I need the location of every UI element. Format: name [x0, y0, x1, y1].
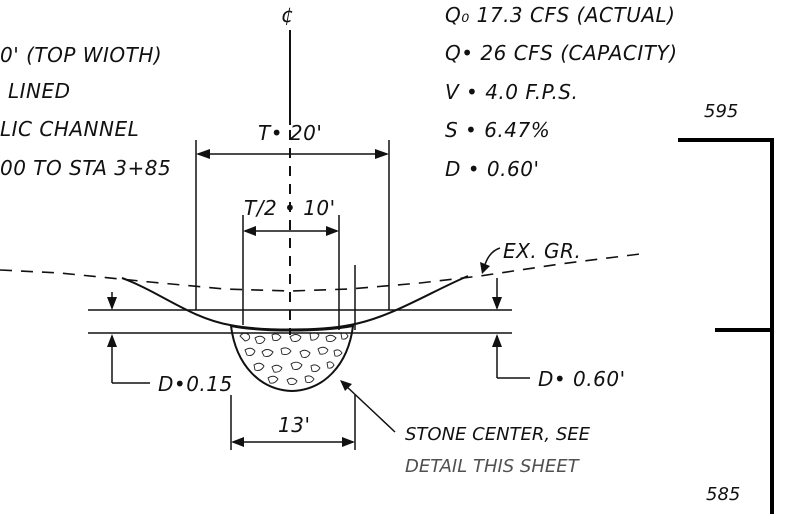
left-note-line-2: LINED: [8, 79, 71, 103]
stone-depth-label: D•0.15: [158, 372, 233, 396]
right-note-capacity: Q• 26 CFS (CAPACITY): [445, 41, 678, 65]
stone-depth-dimension: D•0.15: [107, 292, 233, 396]
arrowhead: [243, 226, 256, 236]
elevation-top-label: 595: [704, 101, 738, 122]
left-note-line-3: LIC CHANNEL: [0, 117, 139, 141]
flow-depth-label: D• 0.60': [538, 367, 626, 391]
half-width-label: T/2 • 10': [244, 196, 336, 220]
existing-ground-line: [0, 253, 641, 292]
arrowhead: [492, 297, 502, 310]
arrowhead: [326, 226, 339, 236]
arrowhead: [342, 437, 355, 447]
left-notes: 0' (TOP WIOTH) LINED LIC CHANNEL 00 TO S…: [0, 43, 171, 180]
stone-texture: [239, 332, 349, 386]
centerline-symbol: ¢: [281, 3, 294, 27]
right-note-depth: D • 0.60': [445, 157, 539, 181]
elevation-bracket: 595 585: [678, 101, 774, 514]
right-note-slope: S • 6.47%: [445, 118, 550, 142]
half-width-dimension: T/2 • 10': [242, 196, 340, 330]
arrowhead: [107, 297, 117, 310]
stone-center-outline: [229, 324, 355, 393]
arrowhead: [340, 380, 352, 391]
channel-section-outline: [121, 275, 469, 331]
elevation-bottom-label: 585: [706, 484, 740, 505]
arrowhead: [375, 149, 389, 159]
arrowhead: [196, 149, 210, 159]
left-note-line-4: 00 TO STA 3+85: [0, 156, 171, 180]
stone-note-line-2: DETAIL THIS SHEET: [405, 456, 581, 477]
left-note-line-1: 0' (TOP WIOTH): [0, 43, 162, 67]
arrowhead: [231, 437, 244, 447]
right-note-velocity: V • 4.0 F.P.S.: [445, 80, 578, 104]
arrowhead: [480, 262, 490, 274]
right-note-actual-flow: Q₀ 17.3 CFS (ACTUAL): [445, 3, 675, 27]
top-width-label: T• 20': [258, 121, 322, 145]
stone-note-leader: [344, 384, 396, 433]
right-notes: Q₀ 17.3 CFS (ACTUAL) Q• 26 CFS (CAPACITY…: [445, 3, 678, 181]
arrowhead: [492, 334, 502, 347]
arrowhead: [107, 334, 117, 347]
stone-width-dimension: 13': [230, 395, 356, 450]
flow-depth-dimension: D• 0.60': [492, 278, 626, 391]
existing-ground-label: EX. GR.: [503, 239, 581, 263]
stone-width-label: 13': [278, 413, 310, 437]
stone-note-line-1: STONE CENTER, SEE: [405, 424, 591, 445]
stone-center: [229, 324, 355, 393]
top-width-dimension: T• 20': [195, 121, 390, 310]
